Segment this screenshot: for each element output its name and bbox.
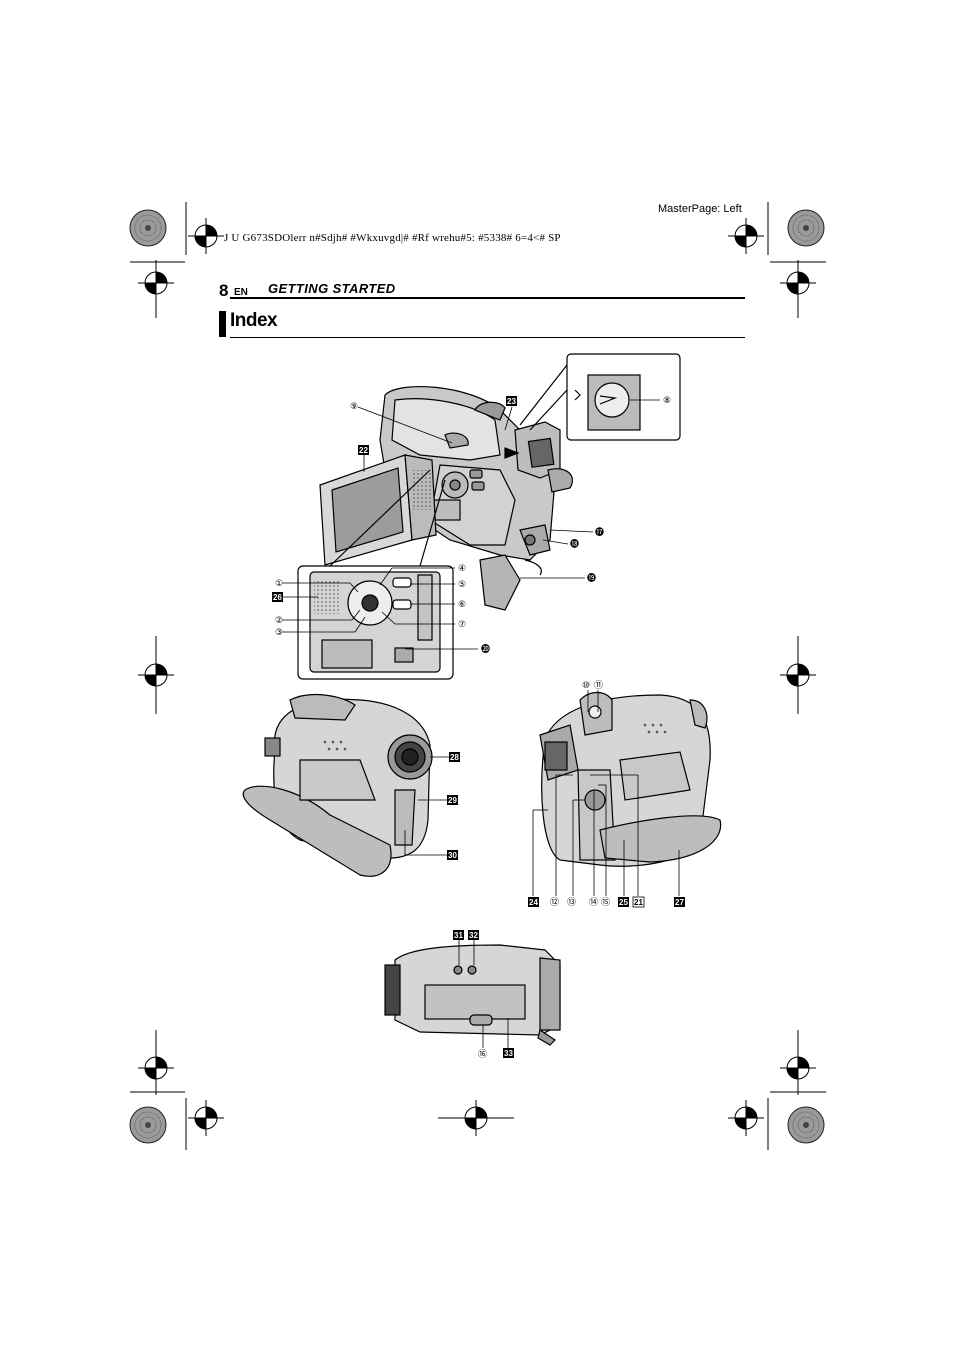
masterpage-label: MasterPage: Left: [658, 203, 742, 215]
svg-text:30: 30: [448, 851, 457, 860]
registration-starburst-mark: [787, 209, 825, 247]
header-rule: [230, 297, 745, 299]
callout-11: ⑪: [594, 680, 603, 691]
page-title: Index: [230, 310, 278, 331]
registration-starburst-mark: [129, 209, 167, 247]
callout-8: ⑧: [663, 396, 671, 406]
registration-crosshair-mark: [727, 217, 765, 255]
callout-3: ③: [275, 628, 283, 638]
callout-19: ⓳: [587, 573, 596, 584]
svg-text:33: 33: [504, 1049, 513, 1058]
page-number: 8: [219, 281, 229, 300]
registration-starburst-mark: [787, 1106, 825, 1144]
title-marker-bar: [219, 311, 226, 337]
callout-14: ⑭: [589, 897, 598, 908]
camera-top-view: [319, 353, 681, 611]
callout-15: ⑮: [601, 897, 610, 908]
callout-12: ⑫: [550, 897, 559, 908]
callout-4: ④: [458, 564, 466, 574]
callout-box-26: 26: [272, 592, 283, 602]
print-slug-line: J U G673SDOlerr n#Sdjh# #Wkxuvgd|# #Rf w…: [224, 232, 561, 244]
callout-labels: ① ② ③ ④ ⑤ ⑥ ⑦ ⑧ ⑨ ⑩ ⑪ ⑫ ⑬ ⑭ ⑮ ⑯ ⓱ ⓲ ⓳ ⓴ …: [272, 396, 685, 1060]
callout-box-28: 28: [449, 752, 460, 762]
registration-crosshair-mark: [187, 1099, 225, 1137]
callout-16: ⑯: [478, 1049, 487, 1060]
svg-text:28: 28: [450, 753, 459, 762]
svg-text:26: 26: [273, 593, 282, 602]
callout-7: ⑦: [458, 620, 466, 630]
svg-text:27: 27: [675, 898, 684, 907]
callout-1: ①: [275, 579, 283, 589]
callout-5: ⑤: [458, 580, 466, 590]
callout-box-29: 29: [447, 795, 458, 805]
callout-18: ⓲: [570, 539, 579, 550]
registration-crosshair-mark: [727, 1099, 765, 1137]
svg-text:21: 21: [634, 898, 643, 907]
callout-box-22: 22: [358, 445, 369, 455]
callout-box-33: 33: [503, 1048, 514, 1058]
camera-rear-view: [539, 691, 722, 867]
callout-box-23: 23: [506, 396, 517, 406]
callout-box-27: 27: [674, 897, 685, 907]
callout-6: ⑥: [458, 600, 466, 610]
svg-text:24: 24: [529, 898, 538, 907]
callout-9: ⑨: [350, 402, 358, 412]
printer-marks: [129, 202, 826, 1150]
svg-text:31: 31: [454, 931, 463, 940]
callout-box-24: 24: [528, 897, 539, 907]
callout-box-32: 32: [468, 930, 479, 940]
camera-bottom-view: [384, 944, 561, 1046]
page-language: EN: [234, 287, 248, 298]
callout-leader-lines: [282, 399, 680, 1048]
svg-text:22: 22: [359, 446, 368, 455]
section-heading: GETTING STARTED: [268, 281, 396, 296]
callout-box-21: 21: [632, 896, 645, 908]
callout-box-25: 25: [618, 897, 629, 907]
callout-20: ⓴: [481, 644, 490, 655]
callout-13: ⑬: [567, 897, 576, 908]
callout-17: ⓱: [595, 527, 604, 538]
title-rule: [230, 337, 745, 338]
callout-2: ②: [275, 616, 283, 626]
svg-text:23: 23: [507, 397, 516, 406]
callout-10: ⑩: [582, 681, 590, 691]
registration-starburst-mark: [129, 1106, 167, 1144]
callout-box-31: 31: [453, 930, 464, 940]
svg-text:32: 32: [469, 931, 478, 940]
svg-text:25: 25: [619, 898, 628, 907]
svg-text:29: 29: [448, 796, 457, 805]
callout-box-30: 30: [447, 850, 458, 860]
camera-front-view: [242, 694, 433, 877]
registration-crosshair-mark: [187, 217, 225, 255]
